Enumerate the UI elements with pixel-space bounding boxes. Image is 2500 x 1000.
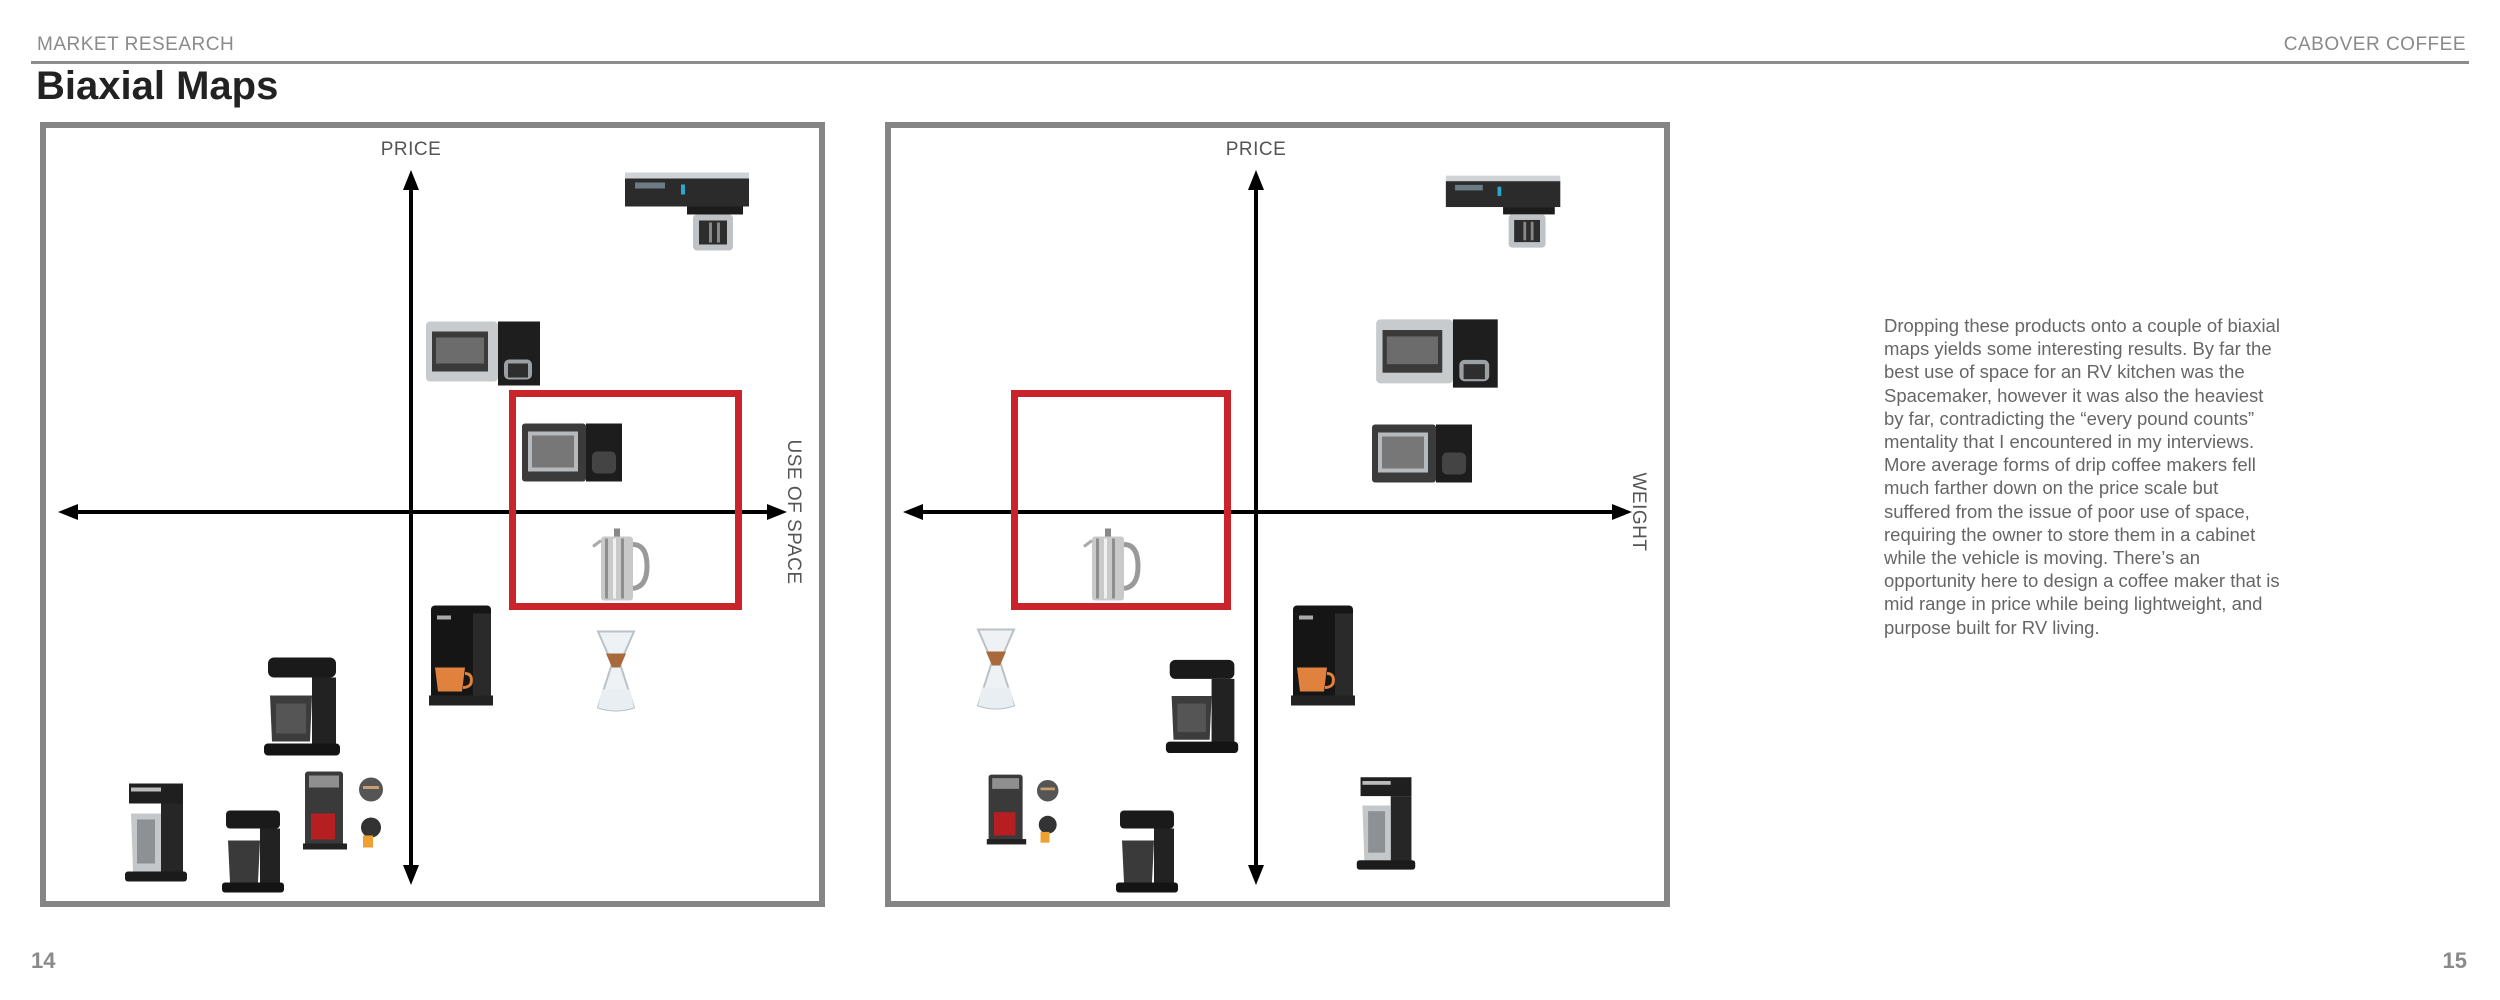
small-drip-coffee-maker-icon bbox=[1114, 807, 1180, 900]
axes bbox=[903, 170, 1632, 885]
y-axis-label: PRICE bbox=[380, 139, 442, 160]
biaxial-map-price-vs-space: PRICE USE OF SPACE bbox=[40, 122, 825, 907]
y-axis-label: PRICE bbox=[1225, 139, 1287, 160]
toaster-oven-coffee-combo-icon bbox=[1374, 313, 1502, 400]
spacemaker-coffee-maker-icon bbox=[623, 169, 753, 264]
keurig-single-serve-icon bbox=[425, 604, 509, 713]
french-press-icon bbox=[589, 527, 651, 612]
thermal-carafe-drip-maker-icon bbox=[121, 780, 191, 889]
mr-coffee-drip-maker-icon bbox=[1164, 654, 1242, 763]
x-axis-label: USE OF SPACE bbox=[783, 439, 804, 585]
section-label: MARKET RESEARCH bbox=[37, 34, 235, 55]
small-drip-coffee-maker-icon bbox=[220, 807, 286, 900]
header-divider bbox=[31, 61, 2469, 64]
chemex-pour-over-icon bbox=[968, 626, 1024, 717]
biaxial-map-price-vs-weight: PRICE WEIGHT bbox=[885, 122, 1670, 907]
opportunity-highlight-box bbox=[1011, 390, 1231, 610]
project-label: CABOVER COFFEE bbox=[2283, 34, 2466, 55]
mr-coffee-drip-maker-icon bbox=[262, 654, 344, 763]
x-axis-label: WEIGHT bbox=[1628, 472, 1649, 552]
page-number-right: 15 bbox=[2442, 948, 2467, 973]
opportunity-highlight-box bbox=[509, 390, 742, 610]
toaster-oven-coffee-combo-icon bbox=[424, 316, 544, 397]
mini-oven-coffee-combo-icon bbox=[520, 420, 626, 491]
chemex-pour-over-icon bbox=[588, 628, 644, 719]
thermal-carafe-drip-maker-icon bbox=[1353, 771, 1419, 880]
page-number-left: 14 bbox=[31, 948, 56, 973]
axes bbox=[58, 170, 787, 885]
mini-oven-coffee-combo-icon bbox=[1370, 421, 1476, 492]
dual-single-serve-brewer-icon bbox=[301, 770, 397, 857]
keurig-single-serve-icon bbox=[1287, 604, 1371, 713]
page-title: Biaxial Maps bbox=[36, 64, 279, 108]
analysis-paragraph: Dropping these products onto a couple of… bbox=[1884, 315, 2280, 638]
dual-single-serve-brewer-icon bbox=[985, 770, 1071, 855]
french-press-icon bbox=[1080, 527, 1142, 612]
spacemaker-coffee-maker-icon bbox=[1444, 169, 1564, 264]
